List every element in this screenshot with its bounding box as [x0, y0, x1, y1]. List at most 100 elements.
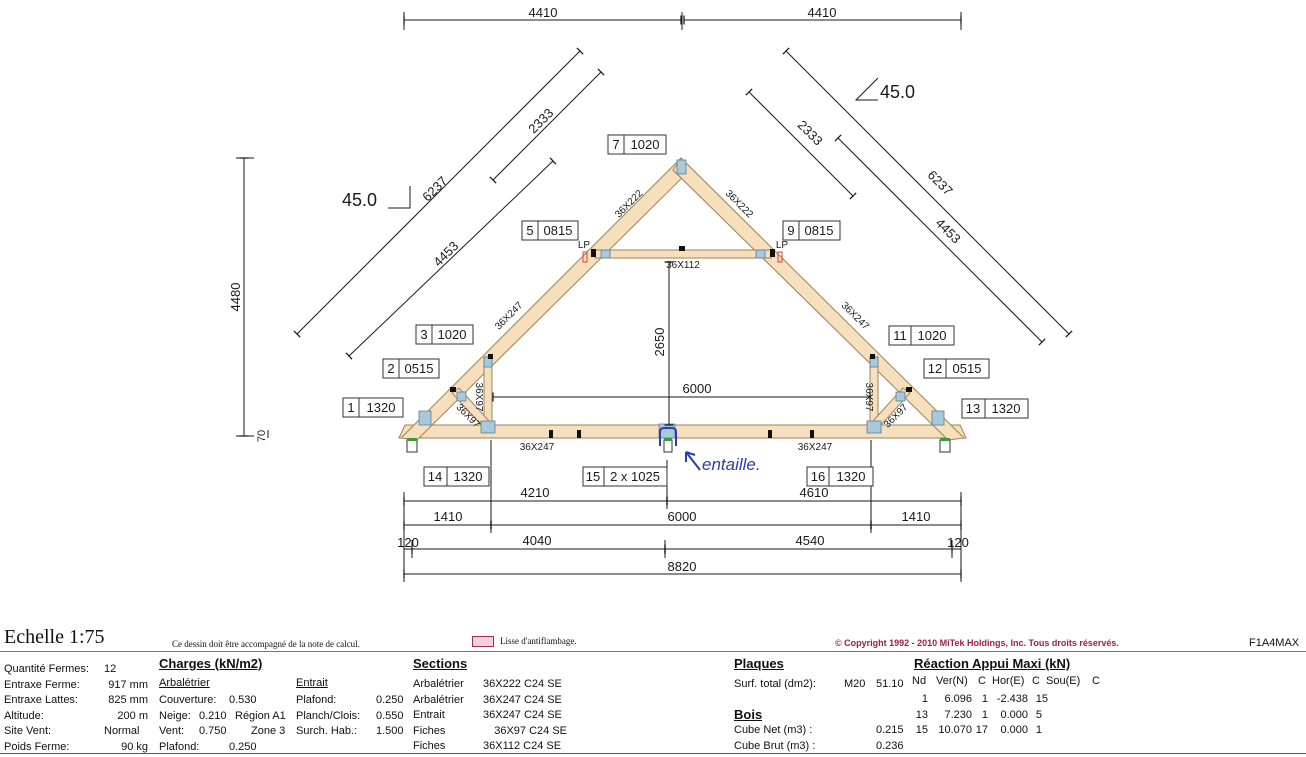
plate	[866, 420, 882, 434]
section-spec: 36X222 C24 SE	[483, 678, 562, 690]
sections-title: Sections	[413, 656, 468, 671]
drawing-code: F1A4MAX	[1249, 637, 1300, 649]
bois-title: Bois	[734, 707, 763, 722]
dimension-texts: 4410 4410 4480 70 6237 2333 4453 6237 23…	[228, 5, 969, 574]
info-key: Quantité Fermes:	[4, 663, 89, 675]
dim-row1-right: 4610	[800, 485, 829, 500]
info-block: Quantité Fermes:12 Entraxe Ferme:917 mm …	[4, 662, 148, 755]
reaction-cell: 15	[1035, 693, 1048, 705]
joint-2: 2 0515	[382, 358, 440, 379]
charge-row: Plafond:0.250	[296, 693, 404, 709]
joint-number: 12	[928, 361, 942, 376]
calculation-note: Ce dessin doit être accompagné de la not…	[172, 639, 360, 649]
info-value: Normal	[104, 725, 140, 737]
dim-slope-left-outer: 6237	[419, 173, 450, 204]
reaction-header: C	[978, 675, 986, 687]
section-spec: 36X97 C24 SE	[494, 724, 567, 737]
reaction-cell: 1	[981, 693, 988, 705]
joint-15: 15 2 x 1025	[582, 466, 668, 487]
angle-symbol-right	[854, 77, 879, 101]
dim-row3-end-right: 120	[947, 535, 969, 550]
joint-16: 16 1320	[806, 466, 874, 487]
plate	[931, 410, 945, 426]
charge-value: 1.500	[376, 725, 404, 737]
charges-title: Charges (kN/m2)	[159, 656, 263, 671]
joint-12: 12 0515	[923, 358, 990, 379]
joint-value: 1320	[367, 400, 396, 415]
reaction-header: C	[1032, 675, 1040, 687]
bottom-chord	[398, 424, 967, 439]
bois-row: Cube Brut (m3) :0.236	[734, 739, 904, 755]
charge-value: 0.530	[229, 694, 257, 706]
dim-line	[834, 134, 1046, 346]
charge-key: Surch. Hab.:	[296, 725, 358, 737]
section-member: Fiches	[413, 724, 446, 737]
notch-annotation	[659, 427, 701, 471]
info-value: 917 mm	[108, 678, 148, 691]
rafter-right	[672, 157, 966, 441]
mark	[770, 249, 775, 257]
info-value: 12	[104, 663, 117, 675]
info-row: Quantité Fermes: 12	[4, 662, 148, 678]
bois-value: 0.215	[876, 724, 904, 736]
charge-region: Région A1	[235, 709, 286, 722]
section-spec: 36X247 C24 SE	[483, 693, 562, 706]
dim-top-left: 4410	[529, 5, 558, 20]
charges-arbaletrier: Arbalétrier	[159, 677, 210, 689]
joint-number: 1	[347, 400, 354, 415]
annotation-entaille: entaille.	[702, 455, 761, 474]
bois-value: 0.236	[876, 739, 904, 752]
dim-row3-right: 4540	[796, 533, 825, 548]
dim-line	[745, 88, 857, 200]
charge-key: Couverture:	[159, 694, 217, 706]
joint-value: 0815	[805, 223, 834, 238]
dim-slope-right-mid: 2333	[795, 117, 826, 148]
charge-key: Plafond:	[159, 740, 200, 753]
dim-vertical-inner: 2650	[652, 328, 667, 357]
info-key: Site Vent:	[4, 725, 52, 737]
notch-arrow	[685, 451, 701, 471]
lp-mark	[777, 251, 783, 263]
joint-number: 14	[428, 469, 442, 484]
label-tie: 36X112	[666, 260, 700, 271]
info-key: Altitude:	[4, 709, 44, 722]
info-row: Entraxe Ferme:917 mm	[4, 678, 148, 694]
bois-label: Cube Net (m3) :	[734, 724, 813, 736]
reaction-header: C	[1092, 675, 1100, 687]
dim-overall: 8820	[668, 559, 697, 574]
charge-row: Couverture: 0.530	[159, 693, 286, 709]
reaction-cell: 17	[975, 724, 988, 736]
scale-label: Echelle 1:75	[4, 626, 105, 648]
reaction-cell: -2.438	[996, 693, 1028, 705]
charge-row: Plafond: 0.250	[159, 740, 286, 756]
mark	[577, 430, 581, 438]
charge-value: 0.250	[229, 740, 257, 753]
mark	[488, 354, 493, 359]
joint-11: 11 1020	[888, 325, 955, 346]
joint-5: 5 0815	[521, 220, 579, 241]
reaction-cell: 1	[981, 708, 988, 721]
plate	[755, 249, 766, 259]
reaction-cell: 0.000	[1000, 708, 1028, 721]
charge-key: Plafond:	[296, 694, 337, 706]
charge-value: 0.550	[376, 709, 404, 722]
section-row: Fiches 36X97 C24 SE	[413, 724, 567, 740]
mark	[450, 387, 456, 392]
section-member: Arbalétrier	[413, 693, 464, 706]
footer-divider	[0, 651, 1306, 652]
dim-row3-end-left: 120	[397, 535, 419, 550]
joint-value: 1020	[918, 328, 947, 343]
joint-number: 11	[893, 328, 907, 343]
mark	[591, 249, 596, 257]
joint-number: 7	[612, 137, 619, 152]
section-spec: 36X247 C24 SE	[483, 709, 562, 721]
label-lp-left: LP	[578, 240, 591, 251]
joint-labels: 1 1320 2 0515 3 1020 5 0815 7 1020	[342, 134, 1029, 487]
charge-value: 0.210	[199, 709, 227, 722]
charges-entrait-values: Plafond:0.250 Planch/Clois:0.550 Surch. …	[296, 693, 404, 740]
